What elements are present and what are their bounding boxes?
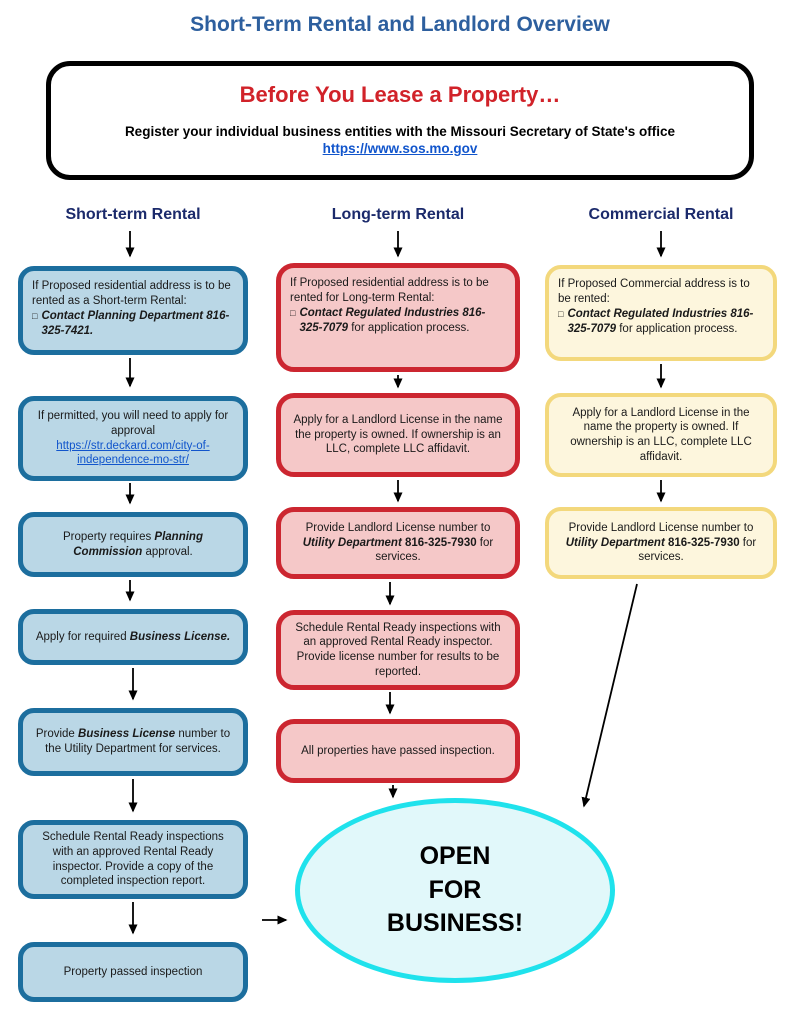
- page-title: Short-Term Rental and Landlord Overview: [190, 13, 610, 36]
- commercial-step-landlord-license: Apply for a Landlord License in the name…: [545, 393, 777, 477]
- before-you-lease-callout: Before You Lease a Property… Register yo…: [46, 61, 754, 180]
- column-header-long-term: Long-term Rental: [331, 206, 465, 223]
- text-part-emphasis: Utility Department: [565, 536, 665, 549]
- short-step-planning-commission: Property requires Planning Commission ap…: [18, 512, 248, 577]
- step-text: Provide Landlord License number to Utili…: [290, 521, 506, 565]
- short-step-apply-approval: If permitted, you will need to apply for…: [18, 396, 248, 481]
- long-step-passed-inspection: All properties have passed inspection.: [276, 719, 520, 783]
- step-text: Schedule Rental Ready inspections with a…: [295, 621, 501, 678]
- step-text: Provide Business License number to the U…: [32, 727, 234, 756]
- step-text: If Proposed Commercial address is to be …: [558, 278, 750, 305]
- sos-link[interactable]: https://www.sos.mo.gov: [322, 141, 478, 156]
- short-step-business-license: Apply for required Business License.: [18, 609, 248, 665]
- callout-heading: Before You Lease a Property…: [239, 82, 561, 107]
- text-part: number to the Utility Department for ser…: [45, 728, 231, 755]
- step-text: Apply for required Business License.: [36, 630, 230, 645]
- checkbox-glyph: □: [290, 308, 296, 319]
- text-part: Apply for required: [35, 630, 130, 643]
- commercial-step-contact-regulated: If Proposed Commercial address is to be …: [545, 265, 777, 361]
- short-step-passed-inspection: Property passed inspection: [18, 942, 248, 1002]
- long-step-utility-number: Provide Landlord License number to Utili…: [276, 507, 520, 579]
- long-step-landlord-license: Apply for a Landlord License in the name…: [276, 393, 520, 477]
- text-part-emphasis: Business License: [78, 728, 176, 741]
- short-step-provide-license-number: Provide Business License number to the U…: [18, 708, 248, 776]
- text-part-emphasis: Business License.: [129, 630, 231, 643]
- text-part-emphasis: Contact Regulated Industries 816-325-707…: [567, 308, 754, 335]
- text-part: Provide Landlord License number to: [305, 522, 491, 535]
- text-part: Property requires: [63, 530, 155, 543]
- open-for-business-terminal: OPEN FOR BUSINESS!: [295, 798, 615, 983]
- step-text: Property requires Planning Commission ap…: [32, 530, 234, 559]
- str-application-link[interactable]: https://str.deckard.com/city-of-independ…: [56, 439, 210, 467]
- step-text: Property passed inspection: [63, 965, 203, 978]
- text-part: for services.: [638, 536, 757, 564]
- text-part: approval.: [142, 545, 193, 558]
- text-part-phone: 816-325-7930: [401, 536, 477, 549]
- step-text: Apply for a Landlord License in the name…: [293, 414, 503, 456]
- step-text: If permitted, you will need to apply for…: [37, 410, 229, 437]
- step-text: All properties have passed inspection.: [301, 744, 495, 757]
- text-part: Provide: [35, 728, 79, 741]
- checkbox-glyph: □: [32, 311, 38, 322]
- long-step-schedule-inspection: Schedule Rental Ready inspections with a…: [276, 610, 520, 690]
- long-step-contact-regulated: If Proposed residential address is to be…: [276, 263, 520, 372]
- short-step-schedule-inspection: Schedule Rental Ready inspections with a…: [18, 820, 248, 899]
- column-header-short-term: Short-term Rental: [65, 206, 201, 223]
- text-part-phone: 816-325-7930: [664, 536, 740, 549]
- commercial-step-utility-number: Provide Landlord License number to Utili…: [545, 507, 777, 579]
- text-part-emphasis: Utility Department: [302, 536, 402, 549]
- text-part: Provide Landlord License number to: [568, 522, 754, 535]
- text-part: for application process.: [616, 322, 738, 335]
- arrow-commercial-to-ellipse: [581, 583, 638, 808]
- checkbox-glyph: □: [558, 309, 564, 320]
- text-part: for application process.: [348, 321, 470, 334]
- column-header-commercial: Commercial Rental: [588, 206, 734, 223]
- callout-body-text: Register your individual business entiti…: [124, 124, 676, 139]
- short-step-contact-planning: If Proposed residential address is to be…: [18, 266, 248, 355]
- step-text: Schedule Rental Ready inspections with a…: [42, 831, 224, 888]
- text-part-emphasis: Planning Commission: [73, 530, 203, 558]
- step-text: If Proposed residential address is to be…: [290, 277, 489, 304]
- text-part: for services.: [375, 536, 494, 564]
- step-contact-text: Contact Planning Department 816-325-7421…: [41, 310, 230, 337]
- step-contact-text: Contact Regulated Industries 816-325-707…: [299, 306, 506, 335]
- step-text: Apply for a Landlord License in the name…: [570, 406, 752, 463]
- step-text: Provide Landlord License number to Utili…: [558, 521, 764, 565]
- step-contact-text: Contact Regulated Industries 816-325-707…: [567, 307, 764, 336]
- text-part-emphasis: Contact Regulated Industries 816-325-707…: [299, 307, 486, 334]
- step-text: If Proposed residential address is to be…: [32, 280, 231, 307]
